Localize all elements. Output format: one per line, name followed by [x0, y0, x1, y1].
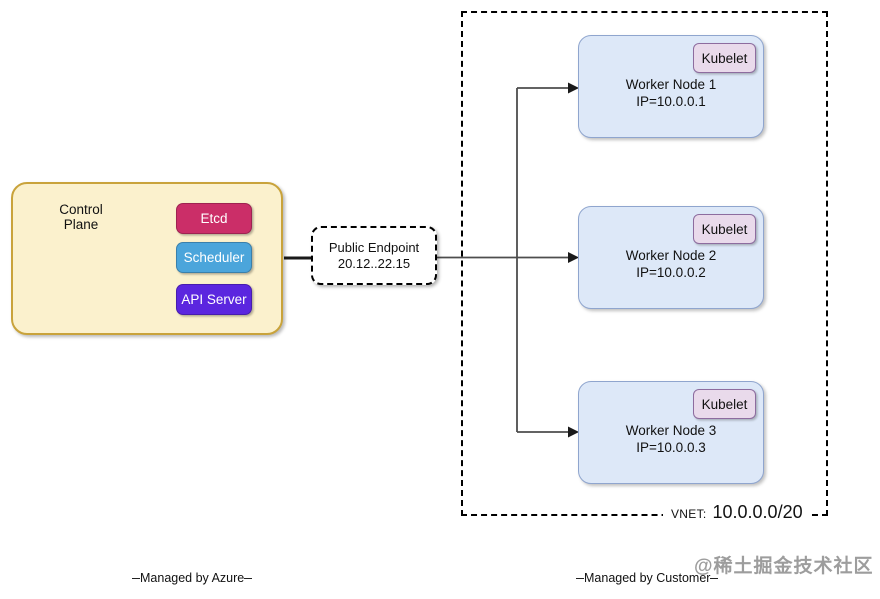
worker-node-2: Kubelet Worker Node 2 IP=10.0.0.2 [578, 206, 764, 309]
control-plane-label: Control Plane [59, 202, 103, 232]
control-plane-box: Control Plane Etcd Scheduler API Server [11, 182, 283, 335]
bracket-tick-icon [710, 577, 719, 579]
worker-node-text: Worker Node 1 IP=10.0.0.1 [579, 76, 763, 110]
scheduler-box: Scheduler [176, 242, 252, 273]
bracket-tick-icon [576, 577, 584, 579]
worker-node-ip: IP=10.0.0.3 [636, 440, 706, 455]
worker-node-ip: IP=10.0.0.2 [636, 265, 706, 280]
public-endpoint-title: Public Endpoint [328, 239, 420, 255]
managed-by-azure-label: Managed by Azure [132, 571, 253, 585]
bracket-tick-icon [244, 577, 253, 579]
vnet-cidr: 10.0.0.0/20 [712, 502, 803, 522]
worker-node-text: Worker Node 2 IP=10.0.0.2 [579, 247, 763, 281]
bracket-tick-icon [132, 577, 140, 579]
worker-node-1: Kubelet Worker Node 1 IP=10.0.0.1 [578, 35, 764, 138]
vnet-boundary [461, 11, 828, 516]
worker-node-title: Worker Node 2 [625, 248, 717, 263]
public-endpoint-box: Public Endpoint 20.12..22.15 [311, 226, 437, 285]
managed-by-customer-label: Managed by Customer [576, 571, 719, 585]
vnet-label-prefix: VNET: [671, 507, 707, 521]
vnet-label: VNET: 10.0.0.0/20 [663, 502, 811, 523]
worker-node-title: Worker Node 1 [625, 77, 717, 92]
etcd-box: Etcd [176, 203, 252, 234]
public-endpoint-ip: 20.12..22.15 [337, 255, 411, 271]
watermark: @稀土掘金技术社区 [694, 556, 874, 577]
worker-node-ip: IP=10.0.0.1 [636, 94, 706, 109]
kubelet-badge: Kubelet [693, 214, 756, 244]
worker-node-3: Kubelet Worker Node 3 IP=10.0.0.3 [578, 381, 764, 484]
worker-node-title: Worker Node 3 [625, 423, 717, 438]
managed-by-azure-text: Managed by Azure [140, 571, 245, 585]
worker-node-text: Worker Node 3 IP=10.0.0.3 [579, 422, 763, 456]
kubelet-badge: Kubelet [693, 389, 756, 419]
api-server-box: API Server [176, 284, 252, 315]
kubelet-badge: Kubelet [693, 43, 756, 73]
managed-by-customer-text: Managed by Customer [584, 571, 711, 585]
